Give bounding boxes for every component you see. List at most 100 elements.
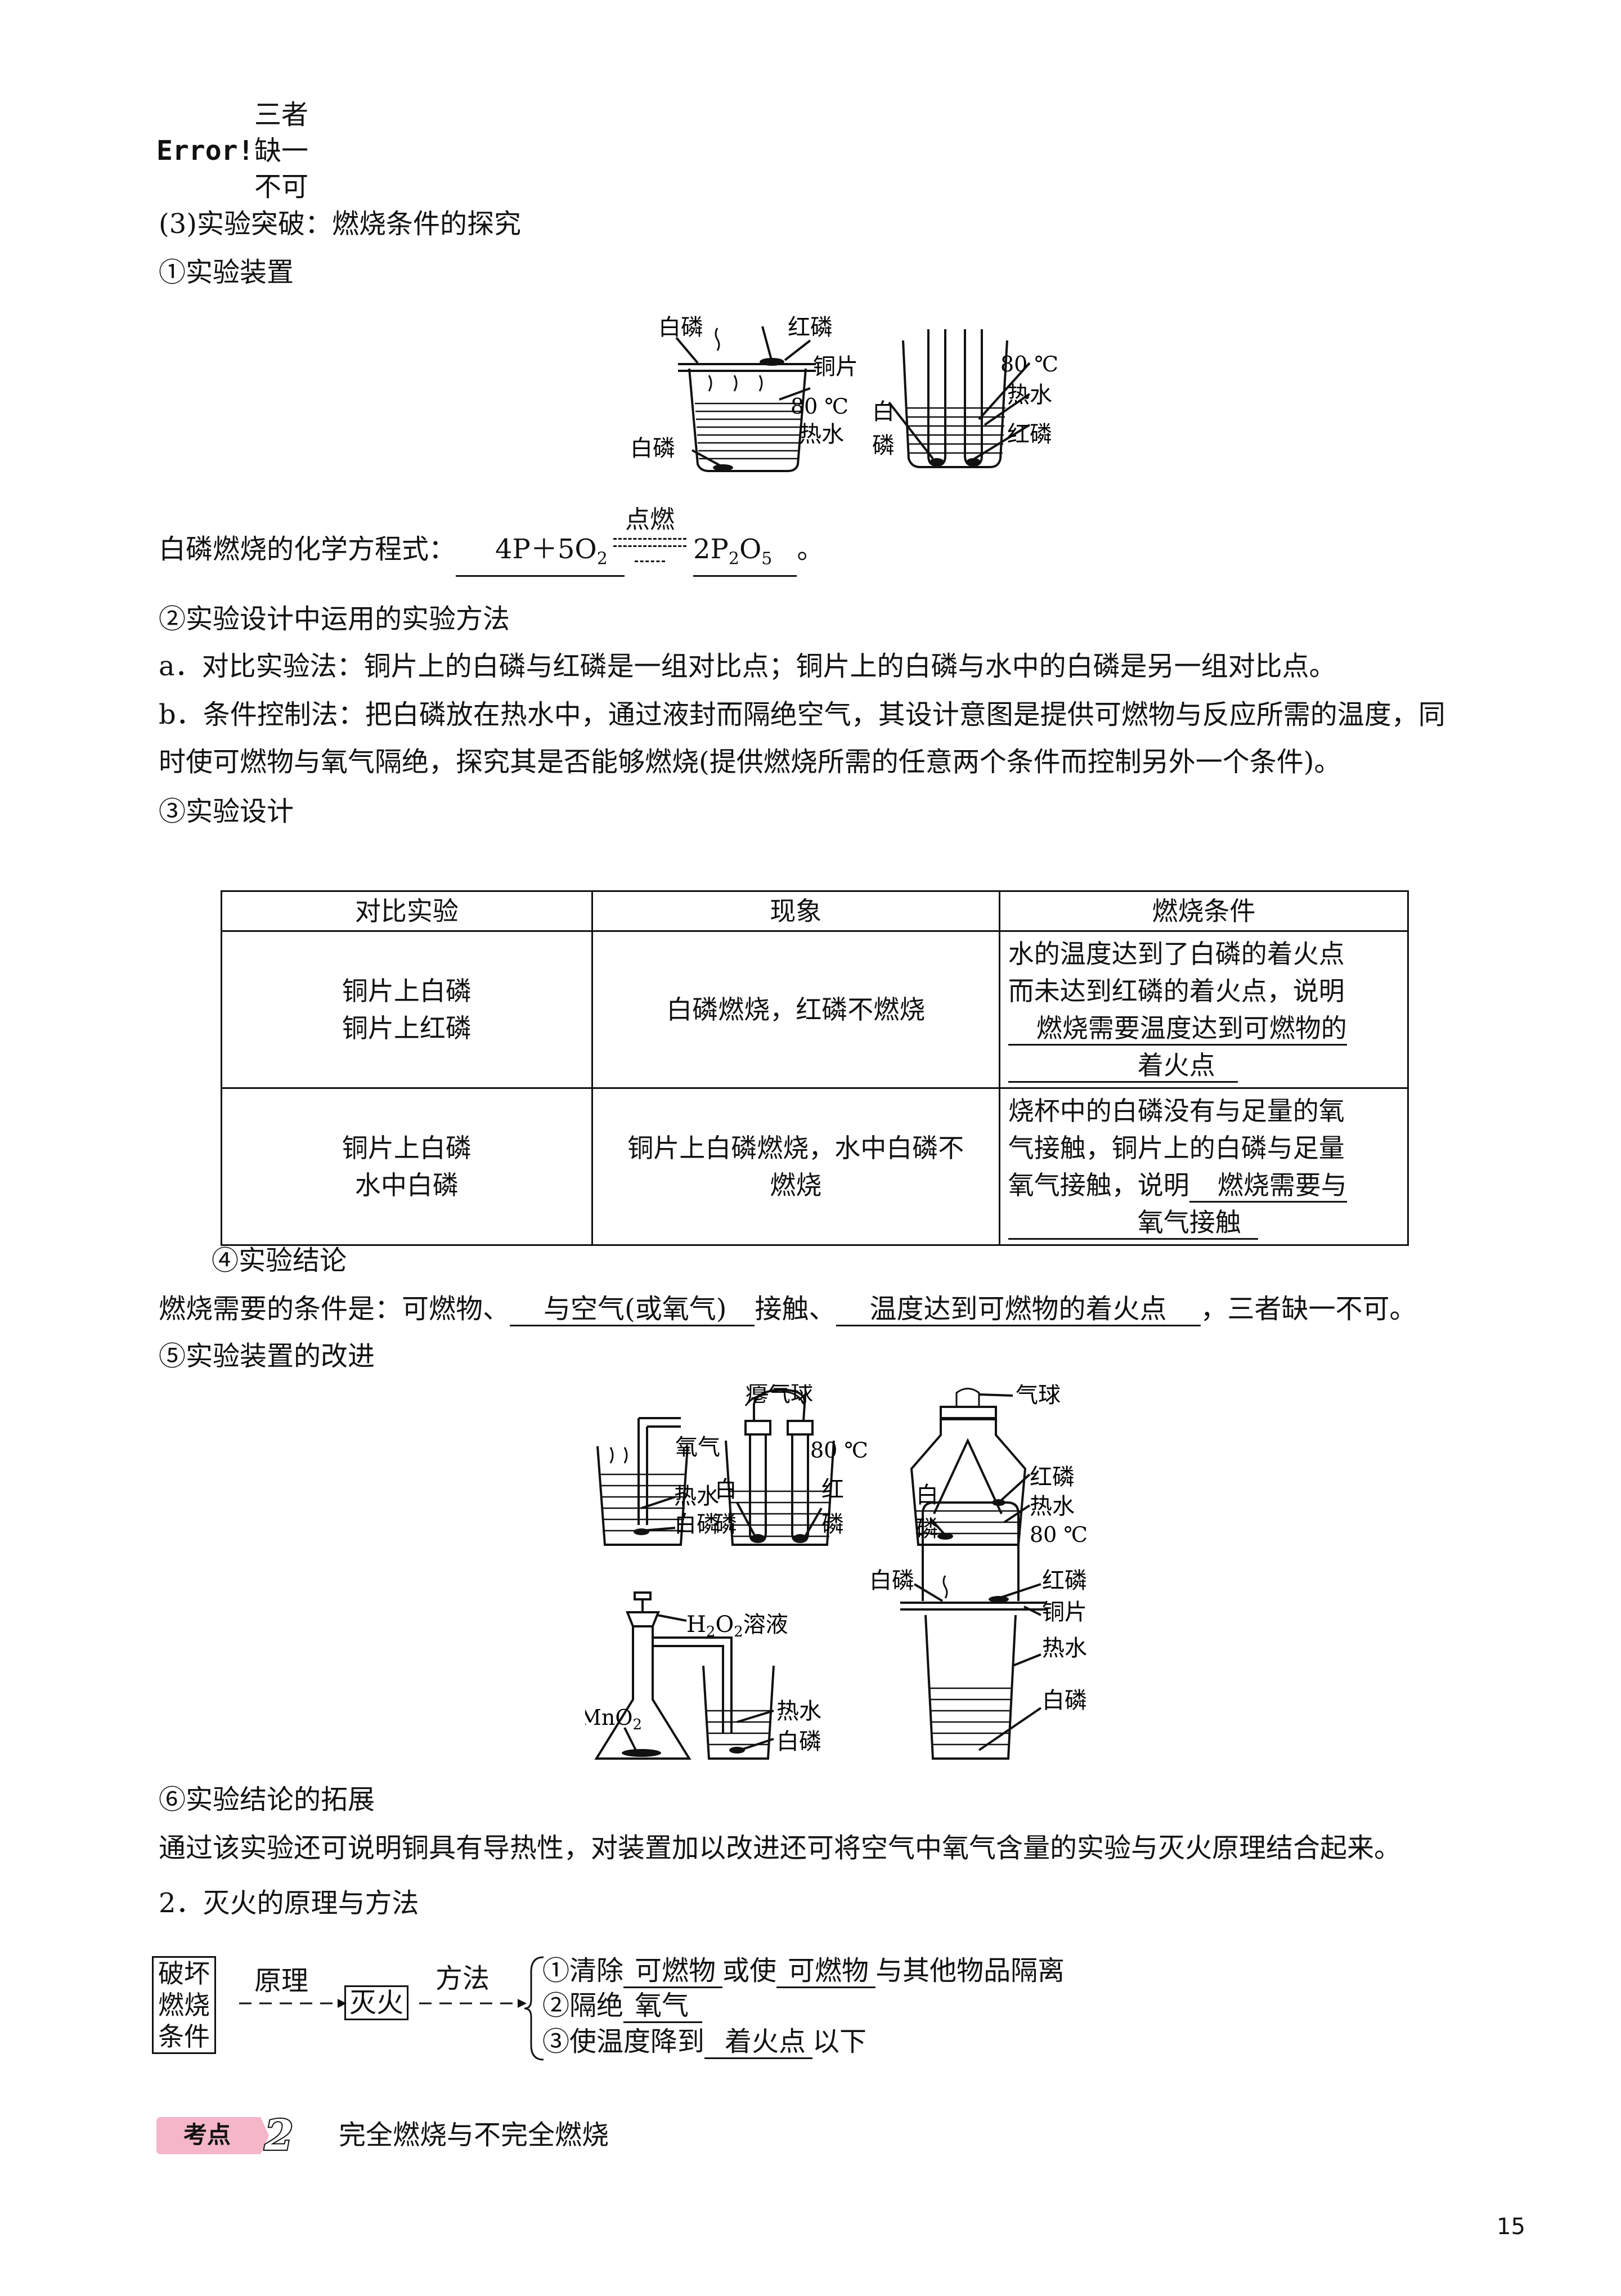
- figure-improved-apparatus: 氧气 热水 白磷 瘪气球 80 ℃ 白 磷 红 磷 气球 红磷 热水 80 ℃ …: [585, 1384, 1088, 1760]
- fig1-label-hot-water-right: 热水: [1007, 382, 1052, 408]
- kaodian-label: 考点: [183, 2121, 231, 2149]
- fig2e-white-p: 白磷: [1042, 1688, 1087, 1714]
- equation-left-blank: 4P＋5O2: [456, 533, 625, 577]
- row1-cond-answer2: 着火点: [1008, 1050, 1238, 1083]
- fig1-label-phos: 磷: [872, 433, 895, 459]
- equation-arrow-line1: [613, 538, 686, 545]
- item2-heading: ②实验设计中运用的实验方法: [159, 603, 510, 635]
- table-cell-condition: 烧杯中的白磷没有与足量的氧 气接触，铜片上的白磷与足量 氧气接触，说明燃烧需要与…: [998, 1087, 1409, 1246]
- conclusion-suffix: ，三者缺一不可。: [1200, 1293, 1417, 1325]
- equation-left: 4P＋5O: [495, 533, 597, 565]
- conclusion-line: 燃烧需要的条件是：可燃物、与空气(或氧气)接触、温度达到可燃物的着火点，三者缺一…: [159, 1291, 1417, 1327]
- conclusion-blank1: 与空气(或氧气): [510, 1293, 755, 1326]
- fig2d-solution: 溶液: [743, 1612, 788, 1638]
- equation-right-blank: 2P2O5: [693, 533, 797, 577]
- box1-line1: 破坏: [158, 1958, 210, 1989]
- row2-exp-b: 水中白磷: [354, 1170, 459, 1200]
- fig2a-oxygen: 氧气: [675, 1434, 720, 1460]
- brace-icon: [524, 1956, 544, 2061]
- kaodian-title: 完全燃烧与不完全燃烧: [339, 2119, 609, 2151]
- principle-label: 原理: [254, 1965, 309, 1997]
- table-cell-phenomenon: 铜片上白磷燃烧，水中白磷不燃烧: [591, 1087, 1000, 1246]
- conclusion-mid: 接触、: [755, 1293, 836, 1325]
- fig1-label-red-p: 红磷: [788, 315, 833, 340]
- fig2b-phos1: 磷: [715, 1512, 737, 1537]
- item6-heading: ⑥实验结论的拓展: [159, 1784, 375, 1815]
- arrow-principle-icon: [239, 1999, 347, 2008]
- kaodian-number: 2: [264, 2115, 294, 2156]
- fig2c-red-p: 红磷: [1030, 1464, 1075, 1490]
- extension-paragraph: 通过该实验还可说明铜具有导热性，对装置加以改进还可将空气中氧气含量的实验与灭火原…: [159, 1832, 1402, 1864]
- table-cell-experiment: 铜片上白磷铜片上红磷: [221, 930, 593, 1089]
- table-cell-phenomenon: 白磷燃烧，红磷不燃烧: [591, 930, 1000, 1089]
- method1-c: 或使: [722, 1955, 777, 1986]
- fig2d-o: O: [715, 1612, 734, 1638]
- row1-exp-b: 铜片上红磷: [342, 1013, 472, 1043]
- table-header-cell: 对比实验: [221, 890, 593, 932]
- section2-title: 2．灭火的原理与方法: [159, 1887, 419, 1919]
- fig2d-h: H: [686, 1612, 706, 1638]
- table-header-row: 对比实验 现象 燃烧条件: [221, 890, 1409, 932]
- equation-right-sub2: 5: [761, 549, 773, 569]
- fig2c-white: 白: [916, 1482, 939, 1508]
- kaodian-badge: 考点 2: [156, 2115, 295, 2156]
- para-b2: 时使可燃物与氧气隔绝，探究其是否能够燃烧(提供燃烧所需的任意两个条件而控制另外一…: [159, 746, 1341, 778]
- method1-a: ①清除: [542, 1955, 624, 1986]
- box1-line2: 燃烧: [158, 1990, 210, 2020]
- fig2e-hot-water: 热水: [1042, 1635, 1087, 1661]
- table-cell-experiment: 铜片上白磷水中白磷: [221, 1087, 593, 1246]
- row2-cond-answer1: 燃烧需要与: [1189, 1169, 1347, 1203]
- fig2e-white-p-top: 白磷: [869, 1568, 914, 1594]
- intro-not-ok: 不可: [254, 171, 309, 203]
- fig2e-red-p: 红磷: [1042, 1568, 1087, 1594]
- page-number: 15: [1497, 2214, 1525, 2240]
- item4-heading: ④实验结论: [212, 1245, 347, 1276]
- equation-right: 2P: [693, 533, 729, 565]
- fig2d-mno-sub: 2: [633, 1716, 643, 1733]
- equation-arrow-line3: [635, 560, 665, 562]
- equation-condition-block: 点燃: [613, 505, 686, 562]
- row1-cond-l2: 而未达到红磷的着火点，说明: [1008, 976, 1345, 1006]
- equation-arrow-line2: [613, 545, 686, 553]
- equation-line: 白磷燃烧的化学方程式：4P＋5O2: [159, 531, 625, 577]
- method1-blank2: 可燃物: [776, 1955, 876, 1988]
- fig2c-hot-water: 热水: [1030, 1494, 1075, 1519]
- fig2a-hot-water: 热水: [674, 1483, 719, 1509]
- fig1-label-temp: 80 ℃: [791, 394, 848, 419]
- fig2d-o-sub: 2: [734, 1624, 743, 1640]
- equation-right-sub1: 2: [728, 549, 739, 569]
- box1-line3: 条件: [158, 2021, 210, 2052]
- fig2b-phos2: 磷: [821, 1512, 844, 1537]
- equation-prefix: 白磷燃烧的化学方程式：: [159, 533, 456, 565]
- equation-end: 。: [797, 533, 824, 565]
- arrow-method-icon: [419, 1999, 527, 2008]
- intro-three: 三者: [254, 99, 309, 131]
- intro-missing: 缺一: [254, 135, 309, 167]
- conclusion-blank2: 温度达到可燃物的着火点: [836, 1293, 1201, 1326]
- fig2d-h-sub: 2: [706, 1624, 716, 1640]
- fig1-label-white: 白: [872, 399, 895, 425]
- equation-right-line: 2P2O5。: [693, 531, 824, 577]
- row1-cond-l1: 水的温度达到了白磷的着火点: [1008, 939, 1345, 969]
- fig2e-copper: 铜片: [1042, 1599, 1087, 1625]
- fig1-label-red-p-right: 红磷: [1007, 421, 1052, 447]
- section3-title: (3)实验突破：燃烧条件的探究: [159, 208, 521, 240]
- method1-blank1: 可燃物: [623, 1955, 723, 1988]
- fig2c-temp: 80 ℃: [1030, 1522, 1088, 1547]
- table-header-cell: 现象: [591, 890, 1000, 932]
- row2-ph-l2: 燃烧: [770, 1170, 822, 1200]
- fig1-label-copper: 铜片: [813, 354, 858, 380]
- fig1-label-temp-right: 80 ℃: [1000, 352, 1058, 376]
- row2-cond-l2: 气接触，铜片上的白磷与足量: [1008, 1133, 1345, 1163]
- fig2d-h2o2: H2O2溶液: [686, 1612, 788, 1640]
- fig2d-mno: MnO: [585, 1705, 633, 1730]
- figure-combustion-apparatus: 白磷 红磷 铜片 80 ℃ 热水 白磷 白 磷 80 ℃ 热水 红磷: [630, 315, 1058, 472]
- row1-exp-a: 铜片上白磷: [342, 976, 472, 1006]
- equation-right-mid: O: [739, 533, 762, 565]
- equation-left-sub: 2: [596, 549, 608, 569]
- row2-cond-l1: 烧杯中的白磷没有与足量的氧: [1008, 1096, 1345, 1126]
- item1-heading: ①实验装置: [159, 257, 294, 288]
- equation-condition: 点燃: [625, 505, 675, 534]
- table-row: 铜片上白磷铜片上红磷 白磷燃烧，红磷不燃烧 水的温度达到了白磷的着火点 而未达到…: [221, 930, 1409, 1089]
- row2-exp-a: 铜片上白磷: [342, 1133, 472, 1163]
